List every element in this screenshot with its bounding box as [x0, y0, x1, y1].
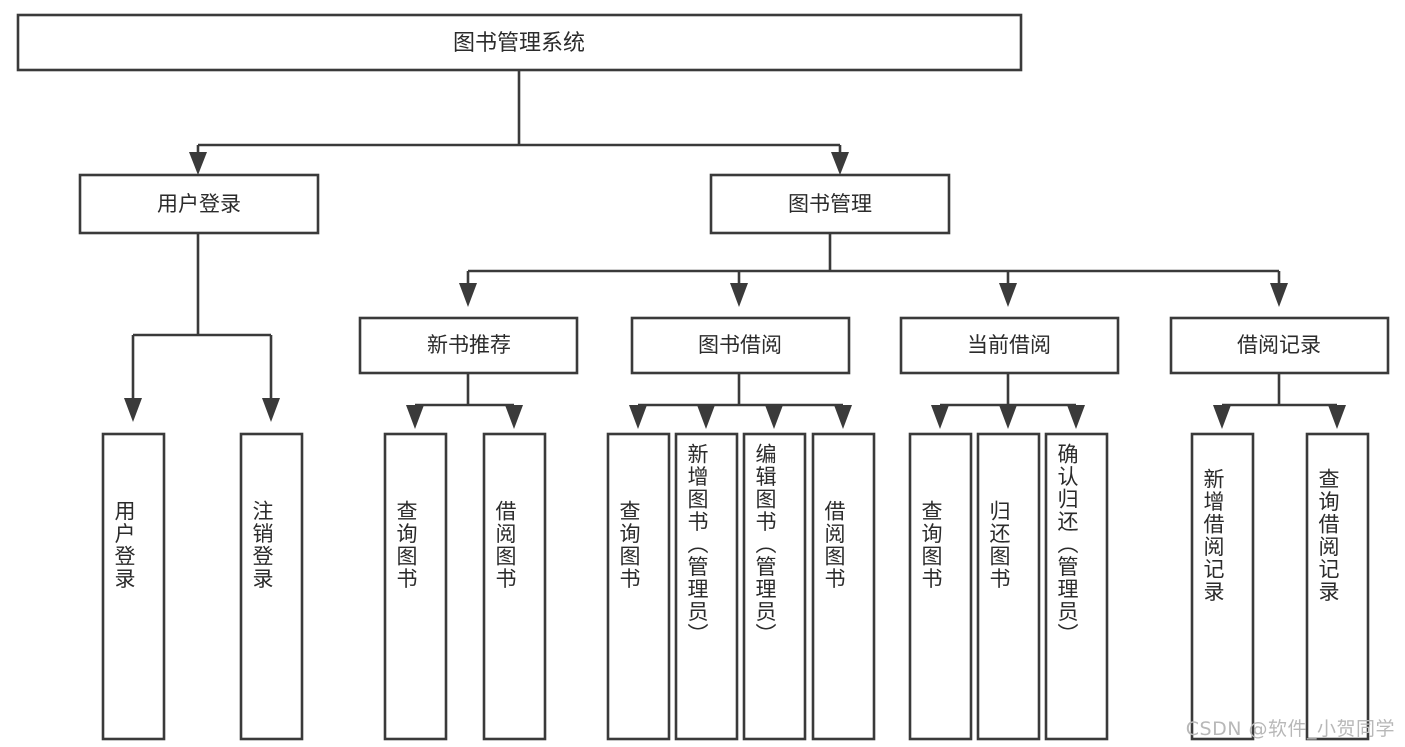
node-borrow-records[interactable]: 借阅记录 — [1169, 316, 1390, 375]
leaf-rect-confirm-return[interactable] — [1044, 432, 1109, 741]
node-book-borrow-label: 图书借阅 — [698, 333, 782, 357]
leaf-rect-borrow-book-2[interactable] — [811, 432, 876, 741]
node-book-management[interactable]: 图书管理 — [709, 173, 951, 235]
leaf-rect-query-book-1[interactable] — [383, 432, 448, 741]
connector-newbook-to-leaves — [406, 373, 523, 429]
node-book-borrow[interactable]: 图书借阅 — [630, 316, 851, 375]
csdn-watermark: CSDN @软件_小贺同学 — [1185, 718, 1395, 740]
node-new-book-recommend[interactable]: 新书推荐 — [358, 316, 579, 375]
node-user-login-label: 用户登录 — [157, 192, 241, 216]
node-user-login[interactable]: 用户登录 — [78, 173, 320, 235]
node-book-management-label: 图书管理 — [788, 192, 872, 216]
leaf-rect-query-book-2[interactable] — [606, 432, 671, 741]
leaf-rect-query-record[interactable] — [1305, 432, 1370, 741]
connector-root-to-level1 — [189, 70, 849, 175]
leaf-rect-return-book[interactable] — [976, 432, 1041, 741]
node-borrow-records-label: 借阅记录 — [1237, 333, 1321, 357]
leaf-rect-add-record[interactable] — [1190, 432, 1255, 741]
connector-login-to-leaves — [124, 233, 280, 422]
leaf-rect-add-book[interactable] — [674, 432, 739, 741]
connector-bookmgmt-to-level2 — [459, 233, 1288, 307]
leaf-rect-logout[interactable] — [239, 432, 304, 741]
node-new-book-recommend-label: 新书推荐 — [427, 333, 511, 357]
node-current-borrow[interactable]: 当前借阅 — [899, 316, 1120, 375]
leaf-rect-borrow-book-1[interactable] — [482, 432, 547, 741]
node-current-borrow-label: 当前借阅 — [967, 333, 1051, 357]
leaf-rect-query-book-3[interactable] — [908, 432, 973, 741]
leaf-rects — [101, 432, 1370, 741]
leaf-rect-user-login[interactable] — [101, 432, 166, 741]
node-root-label: 图书管理系统 — [453, 31, 585, 56]
node-root[interactable]: 图书管理系统 — [16, 13, 1023, 72]
leaf-rect-edit-book[interactable] — [742, 432, 807, 741]
connector-records-to-leaves — [1213, 373, 1346, 429]
connector-current-to-leaves — [931, 373, 1085, 429]
connector-borrow-to-leaves — [629, 373, 852, 429]
